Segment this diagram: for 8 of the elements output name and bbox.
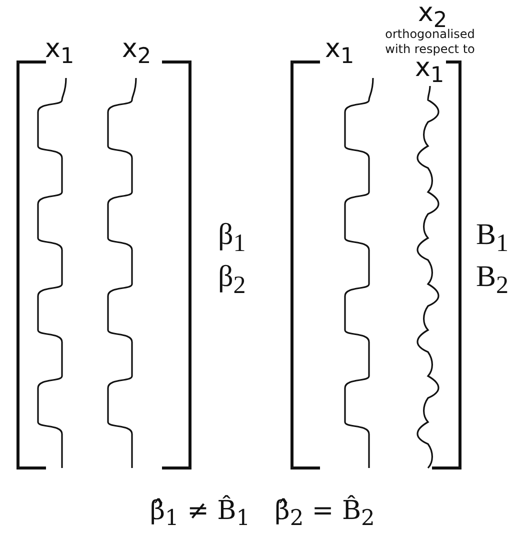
coefficient-label: B$_{1}$ [476, 220, 509, 256]
regressor-label: x$_{1}$ [415, 55, 444, 87]
coefficient-label: B$_{2}$ [476, 262, 509, 298]
coefficient-label: β$_{1}$ [218, 220, 246, 256]
coefficient-label: β$_{2}$ [218, 262, 246, 298]
regressor-label: x$_{2}$ [122, 36, 152, 68]
regressor-label: x$_{1}$ [325, 36, 354, 68]
regressor-label: x$_{1}$ [45, 36, 74, 68]
